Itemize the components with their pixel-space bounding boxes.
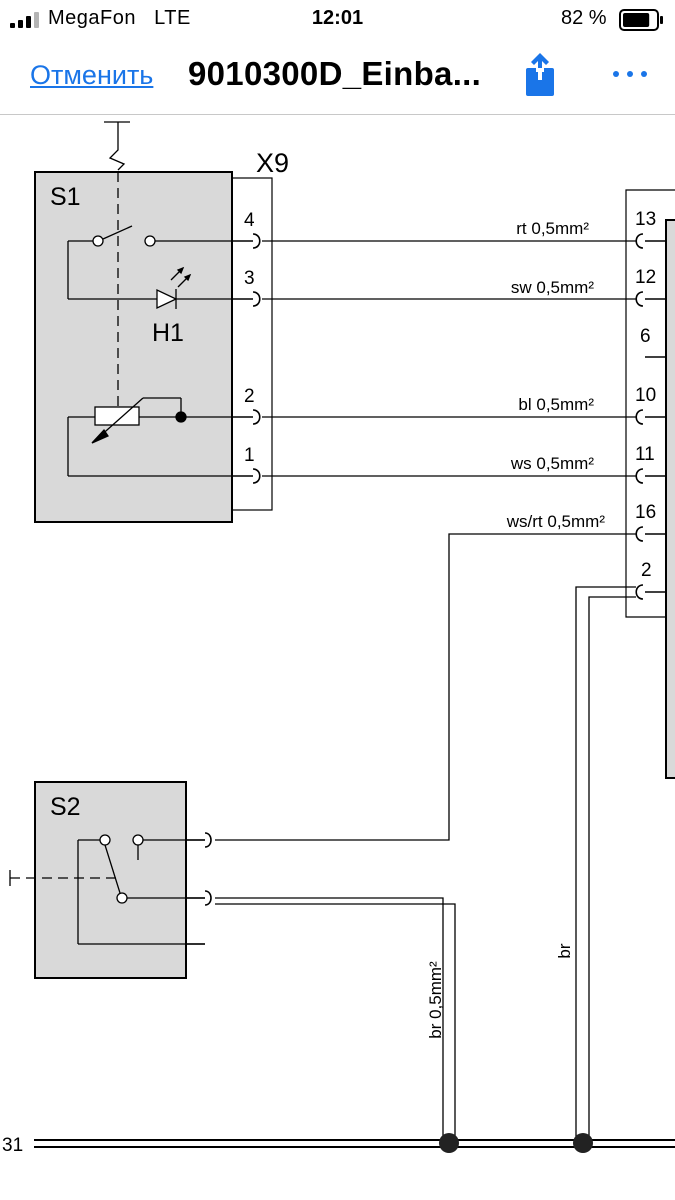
right-pin-label: 2 bbox=[641, 560, 652, 581]
x9-label: X9 bbox=[256, 148, 289, 178]
right-pin-label: 10 bbox=[635, 385, 656, 406]
network-type: LTE bbox=[154, 7, 191, 29]
ground-junction bbox=[573, 1133, 593, 1153]
wire-label-br-s2: br 0,5mm² bbox=[426, 961, 445, 1039]
cancel-button[interactable]: Отменить bbox=[30, 60, 154, 90]
share-icon bbox=[526, 53, 554, 96]
x9-pin-label: 1 bbox=[244, 445, 255, 466]
wire-label-16: ws/rt 0,5mm² bbox=[506, 512, 606, 531]
h1-led-symbol bbox=[156, 288, 178, 310]
s1-mechanical-link bbox=[104, 121, 130, 171]
wire-br-s2[interactable] bbox=[215, 897, 444, 1140]
right-pin-label: 16 bbox=[635, 502, 656, 523]
x9-connector-frame bbox=[231, 177, 273, 511]
wire-br-pin2[interactable] bbox=[575, 586, 636, 1140]
x9-pin-label: 2 bbox=[244, 386, 255, 407]
s2-switch-contact bbox=[116, 892, 128, 904]
wire-label-11: ws 0,5mm² bbox=[510, 454, 594, 473]
x9-pin-4-contact bbox=[232, 233, 261, 249]
document-title: 9010300D_Einba... bbox=[188, 55, 482, 92]
share-button[interactable] bbox=[520, 50, 560, 100]
right-pin-label: 6 bbox=[640, 326, 651, 347]
x9-pin-2-contact bbox=[232, 409, 261, 425]
s2-label: S2 bbox=[50, 793, 81, 821]
wire-label-10: bl 0,5mm² bbox=[518, 395, 594, 414]
x9-pin-1-contact bbox=[232, 468, 261, 484]
x9-pin-label: 4 bbox=[244, 210, 255, 231]
s1-switch-contact bbox=[92, 235, 104, 247]
x9-pin-label: 3 bbox=[244, 268, 255, 289]
h1-label: H1 bbox=[152, 319, 184, 347]
x9-pin-3-contact bbox=[232, 291, 261, 307]
more-button[interactable] bbox=[606, 54, 654, 94]
carrier-name: MegaFon LTE bbox=[48, 7, 191, 29]
wire-16[interactable] bbox=[215, 533, 636, 841]
s2-switch-contact bbox=[99, 834, 111, 846]
more-icon bbox=[613, 71, 647, 77]
right-pin-label: 12 bbox=[635, 267, 656, 288]
signal-icon bbox=[10, 12, 39, 28]
nav-bar: Отменить 9010300D_Einba... bbox=[0, 40, 675, 115]
s1-component-box bbox=[34, 171, 233, 523]
ground-label: 31 bbox=[2, 1135, 23, 1156]
right-pin-label: 13 bbox=[635, 209, 656, 230]
right-connector-frame bbox=[625, 189, 675, 618]
s1-potentiometer bbox=[94, 406, 140, 426]
wiring-diagram[interactable]: S1 H1 X9 4 3 2 1 13 12 6 10 11 16 2 rt 0… bbox=[0, 115, 675, 1200]
battery-percent: 82 % bbox=[561, 7, 607, 29]
right-module-body bbox=[665, 219, 675, 779]
s2-component-box bbox=[34, 781, 187, 979]
status-bar: MegaFon LTE 12:01 82 % bbox=[0, 0, 675, 40]
wire-label-br-pin2: br bbox=[555, 943, 574, 958]
ground-junction bbox=[439, 1133, 459, 1153]
s1-switch-contact bbox=[144, 235, 156, 247]
right-pin-label: 11 bbox=[635, 444, 655, 465]
wire-label-12: sw 0,5mm² bbox=[511, 278, 594, 297]
battery-icon bbox=[619, 9, 663, 31]
wire-label-13: rt 0,5mm² bbox=[516, 219, 589, 238]
s1-label: S1 bbox=[50, 183, 81, 211]
s2-switch-contact bbox=[132, 834, 144, 846]
